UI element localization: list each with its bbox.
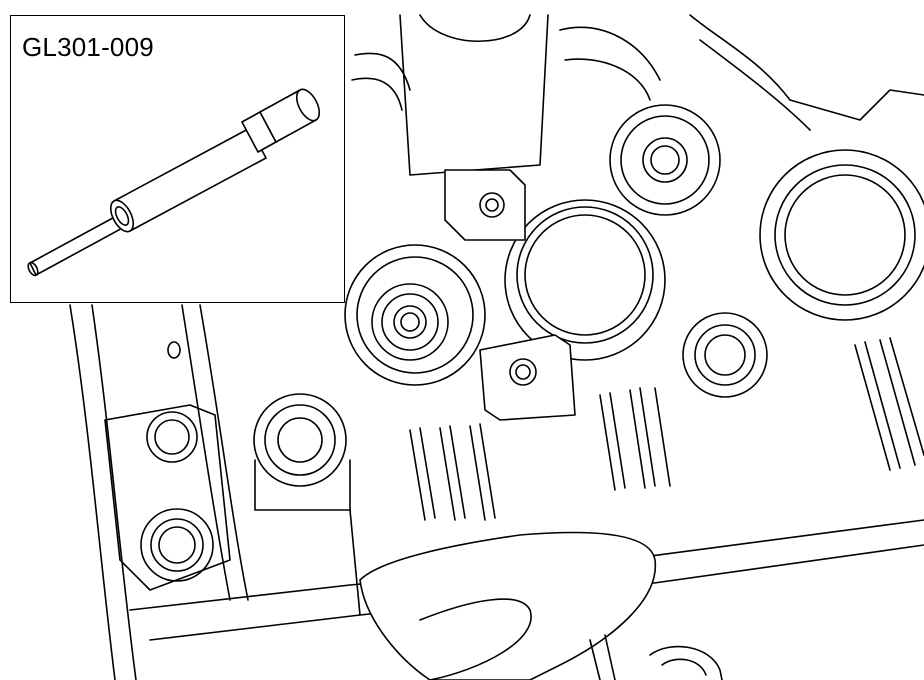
cooling-ribs bbox=[409, 337, 924, 521]
upper-valve-seat bbox=[609, 104, 721, 216]
small-valve-seat bbox=[682, 312, 768, 398]
large-bolt-boss bbox=[140, 508, 214, 582]
bolt-hole bbox=[167, 341, 181, 359]
journal-boss bbox=[253, 393, 347, 487]
pin-removal-tool-icon bbox=[27, 88, 321, 277]
mounting-pad-upper bbox=[444, 169, 526, 241]
left-valve-bore bbox=[344, 244, 486, 386]
tool-part-number: GL301-009 bbox=[22, 32, 154, 62]
center-cylinder-bore bbox=[504, 199, 666, 361]
bottom-bolt bbox=[649, 645, 723, 680]
small-bolt bbox=[146, 411, 198, 463]
right-cylinder-bore bbox=[759, 149, 924, 321]
lower-left-block bbox=[104, 404, 231, 591]
timing-guide-bracket bbox=[359, 531, 657, 680]
cam-tower-top bbox=[399, 14, 549, 176]
casting-wall-left bbox=[69, 304, 116, 680]
